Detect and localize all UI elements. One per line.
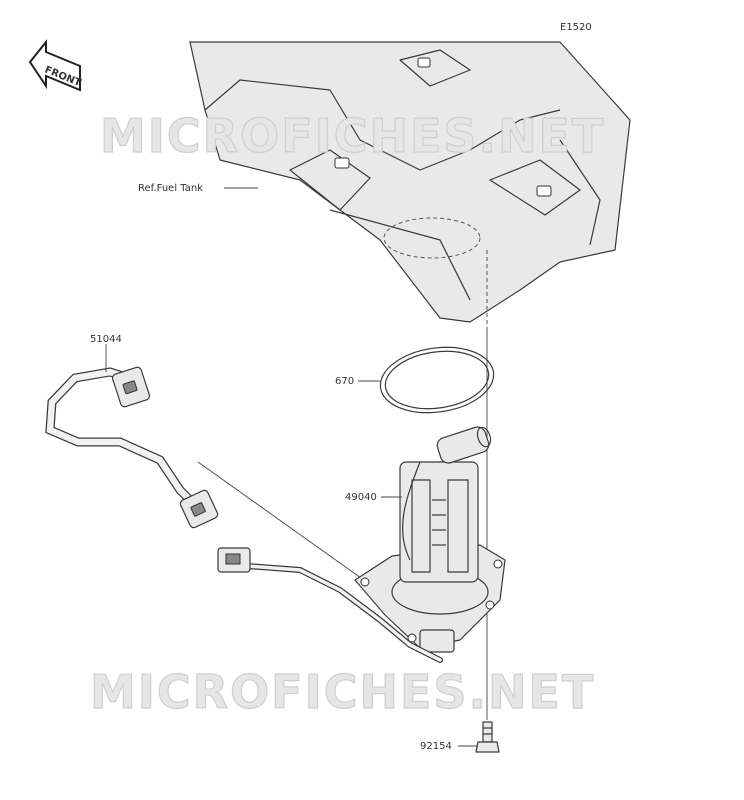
fuel-tank bbox=[189, 41, 631, 323]
watermark-bottom: MICROFICHES.NET bbox=[90, 665, 595, 719]
fuel-pump-assembly bbox=[217, 426, 506, 663]
label-bolt: 92154 bbox=[420, 741, 452, 752]
bolt bbox=[475, 721, 500, 753]
watermark-top: MICROFICHES.NET bbox=[100, 109, 605, 163]
label-hose: 51044 bbox=[90, 334, 122, 345]
fuel-hose bbox=[45, 366, 219, 529]
diagram-code: E1520 bbox=[560, 22, 592, 33]
gasket-ring bbox=[379, 346, 495, 414]
front-arrow-icon: FRONT bbox=[28, 39, 83, 92]
label-gasket: 670 bbox=[335, 376, 354, 387]
label-pump: 49040 bbox=[345, 492, 377, 503]
label-fuel-tank: Ref.Fuel Tank bbox=[138, 183, 203, 194]
